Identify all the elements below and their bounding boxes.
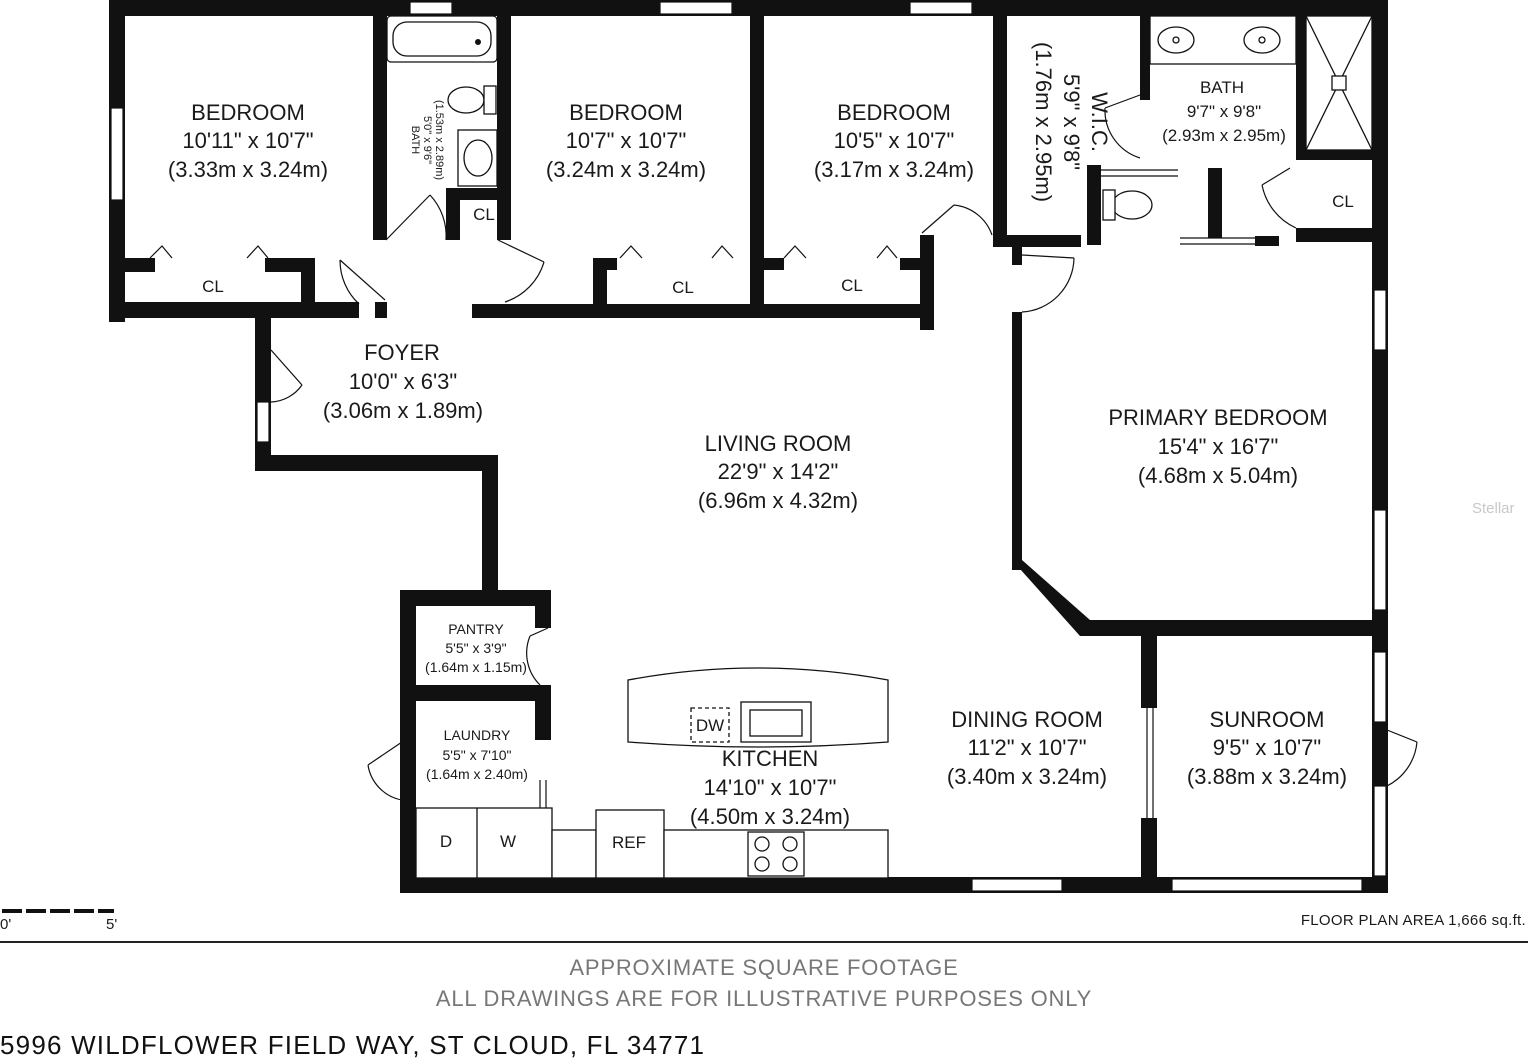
- scale-end-label: 5': [106, 916, 118, 933]
- pantry-name: PANTRY: [448, 621, 504, 637]
- doors: [149, 94, 1418, 860]
- kitchen-dim-m: (4.50m x 3.24m): [690, 804, 850, 829]
- stove-icon: [747, 831, 805, 877]
- kitchen-name: KITCHEN: [722, 746, 819, 771]
- sunroom-dim-ft: 9'5" x 10'7": [1213, 735, 1321, 760]
- floor-plan-area: FLOOR PLAN AREA 1,666 sq.ft.: [1300, 912, 1526, 929]
- bath1-name: BATH: [409, 126, 421, 155]
- refrigerator-label: REF: [612, 833, 646, 852]
- bath2-name: BATH: [1200, 78, 1244, 97]
- laundry-name: LAUNDRY: [444, 727, 511, 743]
- wic-dim-ft: 5'9" x 9'8": [1059, 74, 1084, 170]
- toilet-icon: [1111, 190, 1153, 220]
- bedroom3-dim-m: (3.17m x 3.24m): [814, 157, 974, 182]
- kitchen-dim-ft: 14'10" x 10'7": [704, 775, 837, 800]
- closet-label: CL: [672, 278, 694, 297]
- bedroom2-dim-m: (3.24m x 3.24m): [546, 157, 706, 182]
- living-name: LIVING ROOM: [705, 431, 852, 456]
- room-labels: BEDROOM 10'11" x 10'7" (3.33m x 3.24m) B…: [168, 42, 1354, 852]
- scale-start-label: 0': [0, 916, 12, 933]
- bath2-dim-ft: 9'7" x 9'8": [1187, 102, 1261, 121]
- closet-label: CL: [473, 205, 495, 224]
- bedroom3-name: BEDROOM: [837, 100, 951, 125]
- living-dim-ft: 22'9" x 14'2": [718, 459, 839, 484]
- laundry-dim-m: (1.64m x 2.40m): [426, 766, 528, 782]
- watermark: Stellar: [1472, 500, 1515, 517]
- dining-dim-ft: 11'2" x 10'7": [967, 735, 1086, 760]
- divider: [0, 941, 1528, 943]
- wic-name: W.I.C.: [1087, 92, 1112, 152]
- toilet-icon: [447, 86, 485, 114]
- bedroom3-dim-ft: 10'5" x 10'7": [834, 128, 955, 153]
- bath1-dim-ft: 5'0" x 9'6": [421, 116, 433, 164]
- dining-name: DINING ROOM: [951, 707, 1103, 732]
- property-address: 5996 WILDFLOWER FIELD WAY, ST CLOUD, FL …: [0, 1030, 706, 1060]
- sunroom-dim-m: (3.88m x 3.24m): [1187, 764, 1347, 789]
- primary-dim-ft: 15'4" x 16'7": [1158, 434, 1279, 459]
- pantry-dim-ft: 5'5" x 3'9": [445, 640, 506, 656]
- interior-walls: [109, 0, 1388, 888]
- sunroom-name: SUNROOM: [1210, 707, 1325, 732]
- floor-plan: BEDROOM 10'11" x 10'7" (3.33m x 3.24m) B…: [109, 0, 1418, 893]
- refrigerator: [595, 809, 665, 879]
- approximate-note: APPROXIMATE SQUARE FOOTAGE: [569, 955, 959, 980]
- closet-label: CL: [202, 277, 224, 296]
- bath2-dim-m: (2.93m x 2.95m): [1162, 126, 1286, 145]
- fixtures: [386, 15, 1373, 879]
- primary-dim-m: (4.68m x 5.04m): [1138, 463, 1298, 488]
- bedroom1-dim-m: (3.33m x 3.24m): [168, 157, 328, 182]
- dining-dim-m: (3.40m x 3.24m): [947, 764, 1107, 789]
- washer-label: W: [500, 832, 516, 851]
- foyer-name: FOYER: [364, 340, 440, 365]
- primary-name: PRIMARY BEDROOM: [1108, 405, 1327, 430]
- illustrative-note: ALL DRAWINGS ARE FOR ILLUSTRATIVE PURPOS…: [435, 986, 1093, 1011]
- closet-label: CL: [841, 276, 863, 295]
- bedroom1-name: BEDROOM: [191, 100, 305, 125]
- foyer-dim-m: (3.06m x 1.89m): [323, 398, 483, 423]
- foyer-dim-ft: 10'0" x 6'3": [349, 369, 457, 394]
- bedroom2-name: BEDROOM: [569, 100, 683, 125]
- closet-label: CL: [1332, 192, 1354, 211]
- pantry-dim-m: (1.64m x 1.15m): [425, 659, 527, 675]
- bedroom1-dim-ft: 10'11" x 10'7": [182, 128, 313, 153]
- dishwasher-label: DW: [696, 716, 724, 735]
- scale-bar-line: [2, 909, 114, 913]
- laundry-dim-ft: 5'5" x 7'10": [443, 747, 512, 763]
- dryer-label: D: [440, 832, 452, 851]
- bedroom2-dim-ft: 10'7" x 10'7": [566, 128, 687, 153]
- dishwasher: [690, 707, 730, 743]
- windows: [110, 1, 1387, 892]
- living-dim-m: (6.96m x 4.32m): [698, 488, 858, 513]
- wic-dim-m: (1.76m x 2.95m): [1031, 42, 1056, 202]
- bath1-dim-m: (1.53m x 2.89m): [433, 100, 445, 180]
- scale-bar: 0' 5': [0, 906, 120, 936]
